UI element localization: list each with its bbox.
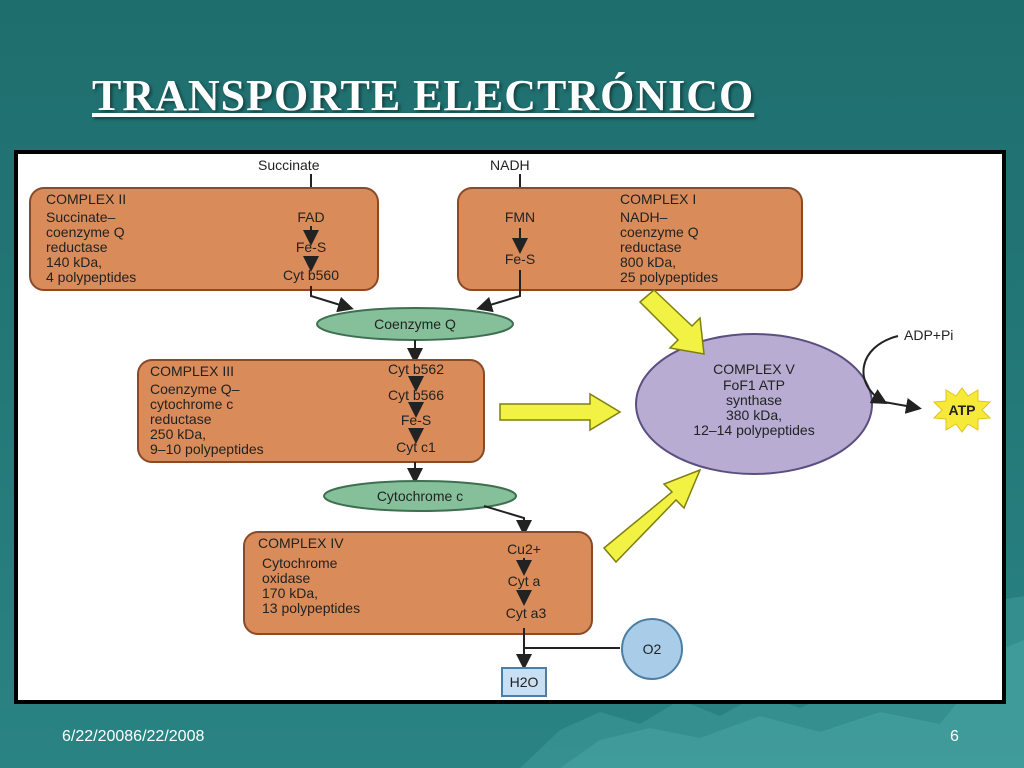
coenzyme-q-label: Coenzyme Q (374, 316, 456, 332)
complex-ii-line: 140 kDa, (46, 254, 102, 270)
atp-burst-icon (932, 387, 992, 433)
complex-i-line: reductase (620, 239, 682, 255)
carrier-cyt-c1: Cyt c1 (396, 439, 436, 455)
complex-v-line: FoF1 ATP (723, 377, 785, 393)
complex-ii-line: Succinate– (46, 209, 115, 225)
yellow-arrow-complex-iii (499, 392, 622, 432)
footer-date: 6/22/20086/22/2008 (62, 728, 205, 745)
cyt-c-to-complex-iv-arrow (483, 505, 532, 536)
carrier-cyt-b566: Cyt b566 (388, 387, 444, 403)
yellow-arrow-complex-iv (602, 468, 702, 564)
cytochrome-c-label: Cytochrome c (377, 488, 463, 504)
complex-i-line: NADH– (620, 209, 668, 225)
complex-v: COMPLEX V FoF1 ATP synthase 380 kDa, 12–… (635, 333, 873, 475)
carrier-fe-s: Fe-S (505, 251, 535, 267)
carrier-cyt-b562: Cyt b562 (388, 361, 444, 377)
complex-v-title: COMPLEX V (713, 361, 795, 377)
complex-ii-line: 4 polypeptides (46, 269, 136, 285)
o2-label: O2 (643, 641, 662, 657)
complex-iii-title: COMPLEX III (150, 363, 234, 379)
carrier-fmn: FMN (505, 209, 535, 225)
complex-iii-line: cytochrome c (150, 396, 233, 412)
complex-ii: COMPLEX II Succinate– coenzyme Q reducta… (29, 187, 379, 291)
succinate-label: Succinate (258, 157, 320, 173)
complex-iv-line: 170 kDa, (262, 585, 318, 601)
complex-ii-line: reductase (46, 239, 108, 255)
complex-v-line: 12–14 polypeptides (693, 422, 814, 438)
complex-iv-line: 13 polypeptides (262, 600, 360, 616)
complex-ii-to-q-arrow (310, 286, 354, 313)
carrier-fe-s: Fe-S (296, 239, 326, 255)
atp-label: ATP (949, 402, 976, 418)
complex-i-to-q-arrow (476, 270, 521, 313)
adp-to-atp-arrow (862, 335, 899, 404)
complex-i-line: 800 kDa, (620, 254, 676, 270)
water-label: H2O (510, 674, 539, 690)
complex-iii: COMPLEX III Coenzyme Q– cytochrome c red… (137, 359, 485, 463)
carrier-fad: FAD (297, 209, 324, 225)
carrier-cyt-a: Cyt a (508, 573, 541, 589)
adp-pi-label: ADP+Pi (904, 327, 953, 343)
complex-iv-line: oxidase (262, 570, 310, 586)
complex-i: COMPLEX I NADH– coenzyme Q reductase 800… (457, 187, 803, 291)
complex-i-title: COMPLEX I (620, 191, 696, 207)
nadh-label: NADH (490, 157, 530, 173)
complex-iv-title: COMPLEX IV (258, 535, 344, 551)
complex-ii-line: coenzyme Q (46, 224, 125, 240)
complex-iv-line: Cytochrome (262, 555, 338, 571)
page-number: 6 (950, 728, 959, 745)
complex-iii-line: 9–10 polypeptides (150, 441, 264, 457)
complex-v-line: synthase (726, 392, 782, 408)
electron-transport-diagram: Succinate NADH COMPLEX II Succinate– coe… (18, 154, 1002, 700)
complex-v-line: 380 kDa, (726, 407, 782, 423)
complex-iii-line: Coenzyme Q– (150, 381, 240, 397)
complex-ii-title: COMPLEX II (46, 191, 126, 207)
carrier-cyt-b560: Cyt b560 (283, 267, 339, 283)
carrier-cyt-a3: Cyt a3 (506, 605, 547, 621)
complex-iii-line: reductase (150, 411, 212, 427)
complex-i-line: coenzyme Q (620, 224, 699, 240)
complex-i-line: 25 polypeptides (620, 269, 718, 285)
water-box (501, 667, 547, 697)
carrier-cu: Cu2+ (507, 541, 541, 557)
o2-circle (621, 618, 683, 680)
complex-iii-line: 250 kDa, (150, 426, 206, 442)
slide-title: TRANSPORTE ELECTRÓNICO (92, 71, 755, 120)
carrier-fe-s: Fe-S (401, 412, 431, 428)
cytochrome-c-oval (323, 480, 517, 512)
yellow-arrow-complex-i (638, 288, 705, 355)
complex-iv: COMPLEX IV Cytochrome oxidase 170 kDa, 1… (243, 531, 593, 635)
electron-transport-figure: Succinate NADH COMPLEX II Succinate– coe… (14, 150, 1006, 704)
